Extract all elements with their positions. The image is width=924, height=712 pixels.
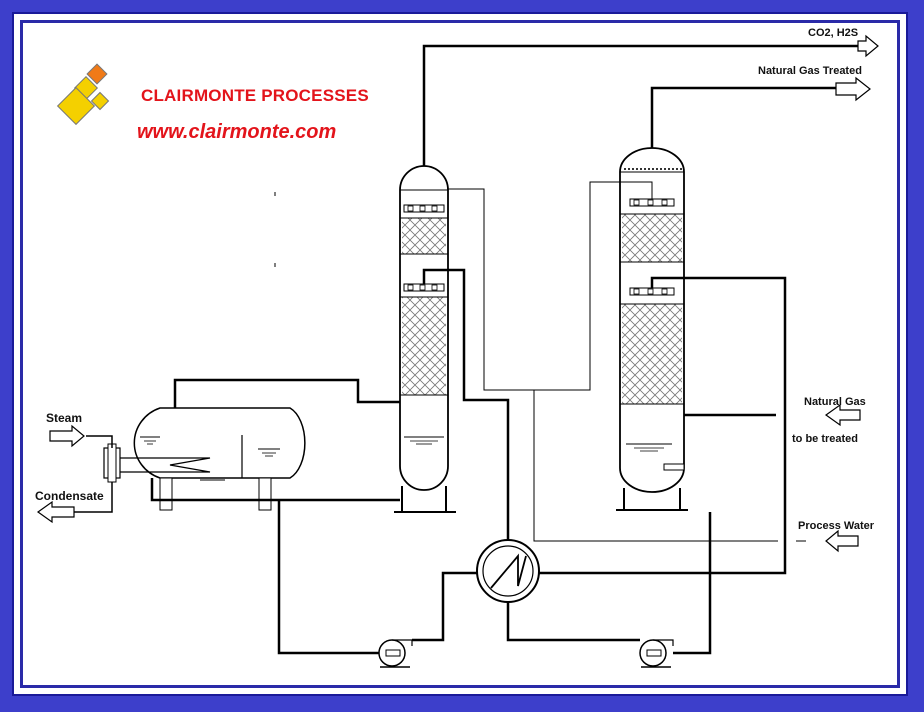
label-natural-gas-treated: Natural Gas Treated (758, 65, 862, 77)
regenerator-column (394, 165, 456, 513)
reboiler-drum (103, 407, 306, 511)
diamond-tiles-logo-icon (56, 63, 110, 126)
pump-right (639, 639, 674, 668)
label-to-be-treated: to be treated (792, 433, 859, 445)
company-url[interactable]: www.clairmonte.com (137, 121, 337, 143)
steam-condensate-lines (74, 435, 113, 513)
process-water-inlet-arrow-icon (825, 529, 859, 553)
diagram-canvas (20, 20, 900, 688)
absorber-column (616, 147, 688, 511)
thin-piping (448, 181, 806, 542)
company-name: CLAIRMONTE PROCESSES (141, 86, 369, 105)
condensate-arrow-icon (36, 500, 75, 524)
label-steam: Steam (46, 411, 83, 425)
label-process-water: Process Water (798, 520, 875, 532)
label-co2-h2s: CO2, H2S (808, 27, 859, 39)
steam-arrow-icon (49, 424, 85, 448)
co2-h2s-outlet-arrow-icon (857, 34, 879, 58)
treated-gas-outlet-arrow-icon (835, 76, 871, 102)
label-natural-gas: Natural Gas (804, 396, 866, 408)
heat-exchanger (476, 539, 540, 603)
process-piping (150, 44, 858, 655)
natural-gas-inlet-arrow-icon (824, 403, 861, 427)
label-condensate: Condensate (35, 489, 104, 503)
pump-left (378, 639, 413, 668)
